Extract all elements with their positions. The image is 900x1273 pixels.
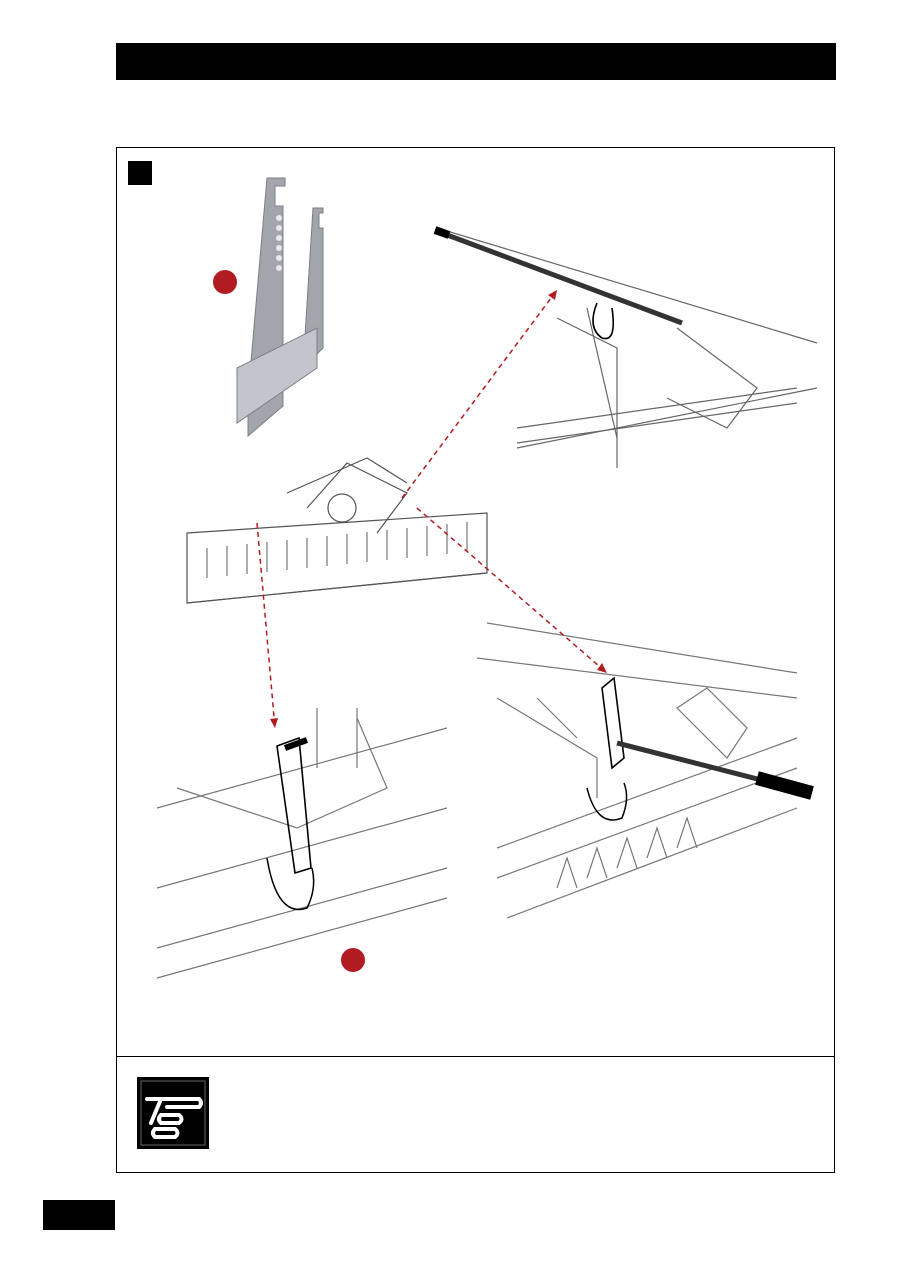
figure-marker: [128, 161, 152, 185]
arrow-to-bottom-left-detail: [256, 522, 276, 729]
detail-lever-bottom-left: [156, 708, 448, 979]
machine-overview: [186, 457, 488, 604]
figure-frame: [116, 147, 835, 1173]
section-divider: [117, 1056, 834, 1057]
illustration: [156, 177, 818, 979]
page-number-tab: [43, 1200, 115, 1230]
callout-arrows: [256, 289, 608, 729]
arrow-to-bottom-right-detail: [416, 507, 608, 674]
callout-dot-2: [341, 948, 365, 972]
support-bracket-image: [236, 177, 324, 438]
callout-dot-1: [213, 270, 237, 294]
header-bar: [116, 43, 836, 80]
detail-lever-top: [433, 226, 818, 468]
pointing-hand-icon: [137, 1077, 209, 1149]
arrow-to-top-detail: [401, 289, 558, 499]
detail-lever-bottom-right: [476, 622, 814, 919]
